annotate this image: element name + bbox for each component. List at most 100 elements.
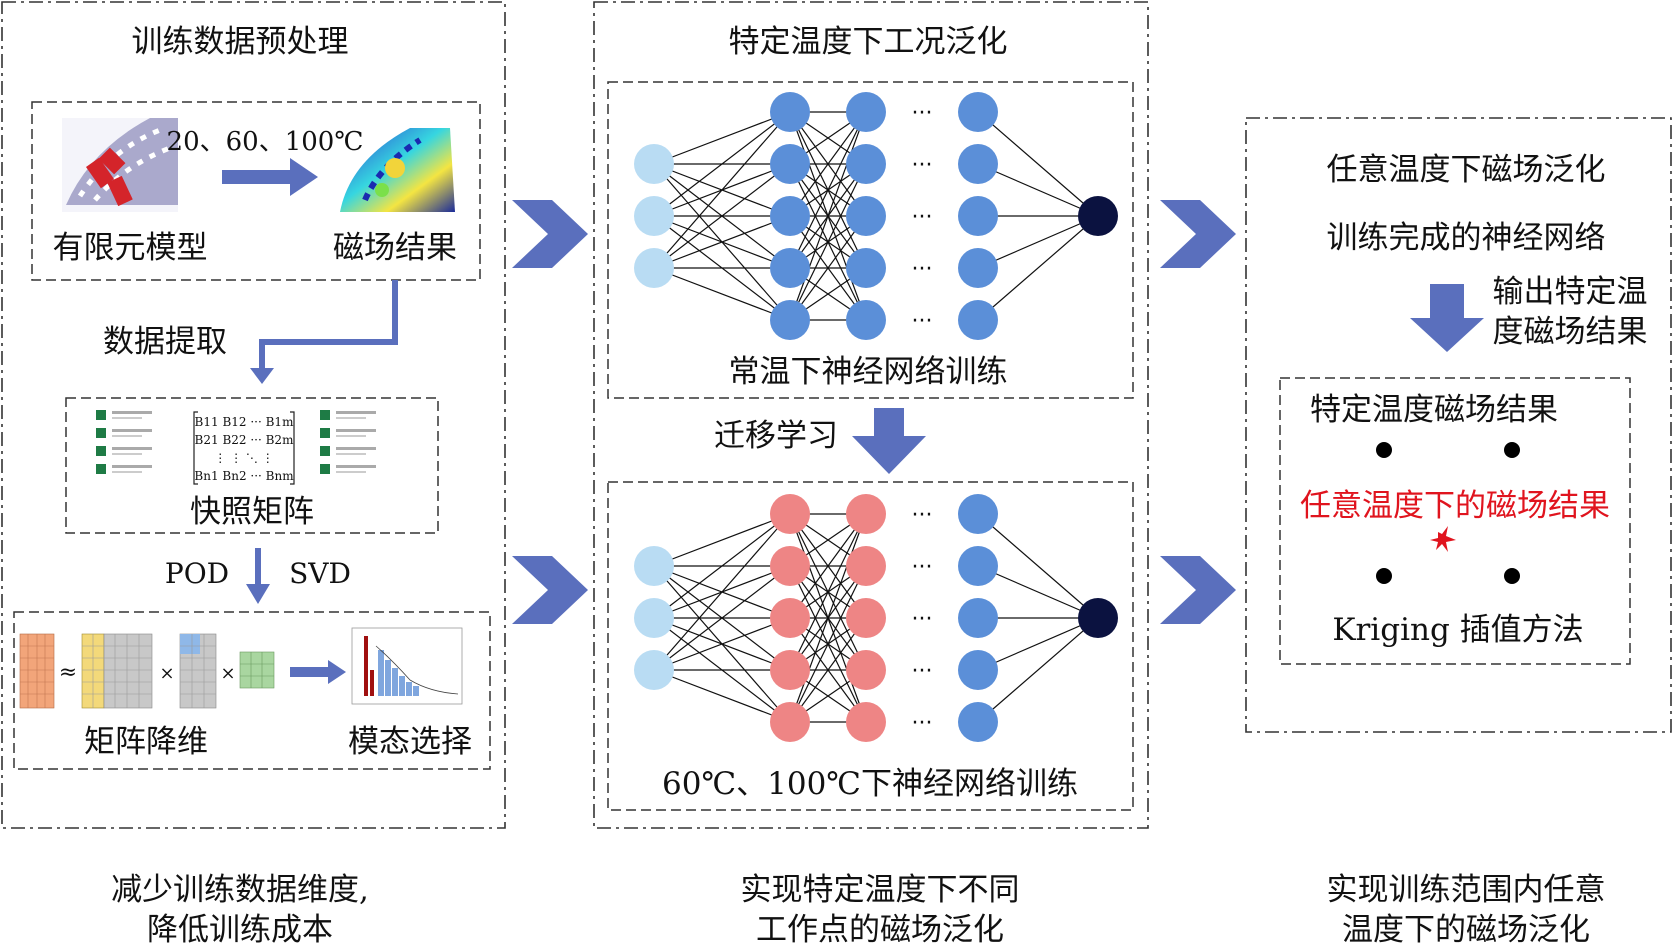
input-node (634, 144, 674, 184)
hidden-node (958, 144, 998, 184)
hidden-node (958, 248, 998, 288)
hidden-node (958, 650, 998, 690)
middle-caption-line1: 实现特定温度下不同 (741, 872, 1020, 908)
layer-ellipsis: ··· (912, 555, 933, 580)
network-top: ··· ··· ··· ··· ··· (634, 92, 1118, 340)
hidden-node (846, 598, 886, 638)
right-caption-line1: 实现训练范围内任意 (1327, 872, 1606, 908)
network-connection (653, 669, 791, 723)
matrix-row-2: B21 B22 ··· B2m (195, 433, 295, 447)
layer-ellipsis: ··· (912, 659, 933, 684)
middle-panel-title: 特定温度下工况泛化 (729, 24, 1008, 60)
arbitrary-result-label: 任意温度下的磁场结果 (1300, 488, 1610, 524)
hidden-node (958, 92, 998, 132)
fem-box (31, 101, 481, 281)
network-connection (977, 513, 1099, 619)
hidden-node (770, 248, 810, 288)
network-connection (977, 163, 1099, 217)
top-network-label: 常温下神经网络训练 (729, 354, 1008, 390)
temps-label: 20、60、100℃ (167, 127, 364, 157)
snapshot-box (65, 397, 439, 534)
network-connection (977, 215, 1099, 321)
specific-result-label: 特定温度磁场结果 (1310, 392, 1558, 428)
magnetic-field-image (340, 128, 455, 212)
output-node (1078, 598, 1118, 638)
matrix-row-1: B11 B12 ··· B1m (195, 415, 295, 429)
times-symbol-2: × (220, 663, 235, 684)
hidden-node (770, 598, 810, 638)
network-connection (789, 215, 867, 321)
hidden-node (770, 650, 810, 690)
arrow-icon (222, 158, 318, 196)
network-connection (653, 111, 791, 165)
chevron-right-icon (512, 556, 588, 624)
network-connection (653, 163, 791, 269)
left-caption-line2: 降低训练成本 (147, 912, 333, 948)
network-connection (653, 215, 791, 269)
chevron-right-icon (1160, 556, 1236, 624)
trained-network-label: 训练完成的神经网络 (1327, 220, 1606, 256)
snapshot-matrix: B11 B12 ··· B1m B21 B22 ··· B2m ⋮ ⋮ ⋱ ⋮ … (193, 411, 295, 485)
bottom-network-label: 60℃、100℃下神经网络训练 (662, 766, 1078, 802)
hidden-node (770, 196, 810, 236)
network-connection (789, 513, 867, 723)
left-panel-frame (1, 1, 506, 829)
middle-panel: 特定温度下工况泛化 ··············· 常温下神经网络训练 迁移学习… (593, 1, 1149, 829)
hidden-node (770, 144, 810, 184)
layer-ellipsis: ··· (912, 503, 933, 528)
network-connection (789, 513, 867, 619)
times-symbol-1: × (159, 663, 174, 684)
sample-point (1504, 442, 1520, 458)
fem-model-image (62, 118, 178, 212)
network-connection (653, 111, 791, 269)
layer-ellipsis: ··· (912, 257, 933, 282)
hidden-node (846, 196, 886, 236)
input-node (634, 248, 674, 288)
network-connection (789, 617, 867, 723)
hidden-node (846, 300, 886, 340)
hidden-node (846, 92, 886, 132)
hidden-node (958, 494, 998, 534)
reduce-label: 矩阵降维 (84, 724, 208, 760)
approx-symbol: ≈ (59, 660, 77, 685)
hidden-node (846, 650, 886, 690)
hidden-node (958, 196, 998, 236)
input-node (634, 546, 674, 586)
network-connection (977, 617, 1099, 671)
network-connection (653, 513, 791, 671)
hidden-node (958, 598, 998, 638)
layer-ellipsis: ··· (912, 101, 933, 126)
output-label-line1: 输出特定温 (1493, 274, 1648, 310)
extract-label: 数据提取 (103, 324, 227, 360)
hidden-node (770, 546, 810, 586)
hidden-node (846, 248, 886, 288)
layer-ellipsis: ··· (912, 205, 933, 230)
output-arrow-icon (1410, 284, 1484, 352)
layer-ellipsis: ··· (912, 309, 933, 334)
hidden-node (846, 546, 886, 586)
sample-point (1504, 568, 1520, 584)
input-node (634, 650, 674, 690)
interpolation-box (1279, 377, 1631, 665)
hidden-node (770, 702, 810, 742)
interpolated-point-icon (1430, 526, 1456, 552)
hidden-node (770, 300, 810, 340)
hidden-node (846, 144, 886, 184)
network-connection (789, 111, 867, 217)
sample-point (1376, 568, 1392, 584)
output-node (1078, 196, 1118, 236)
layer-ellipsis: ··· (912, 153, 933, 178)
input-node (634, 598, 674, 638)
layer-ellipsis: ··· (912, 711, 933, 736)
pod-label: POD (165, 557, 229, 590)
right-arrow-icon (290, 660, 346, 684)
network-bottom: ··············· (634, 494, 1118, 742)
hidden-node (846, 702, 886, 742)
right-panel-title: 任意温度下磁场泛化 (1327, 152, 1606, 188)
network-connection (653, 267, 791, 321)
svd-label: SVD (289, 557, 351, 590)
top-network-box (607, 81, 1134, 399)
network-connection (789, 163, 867, 321)
network-connection (977, 111, 1099, 217)
